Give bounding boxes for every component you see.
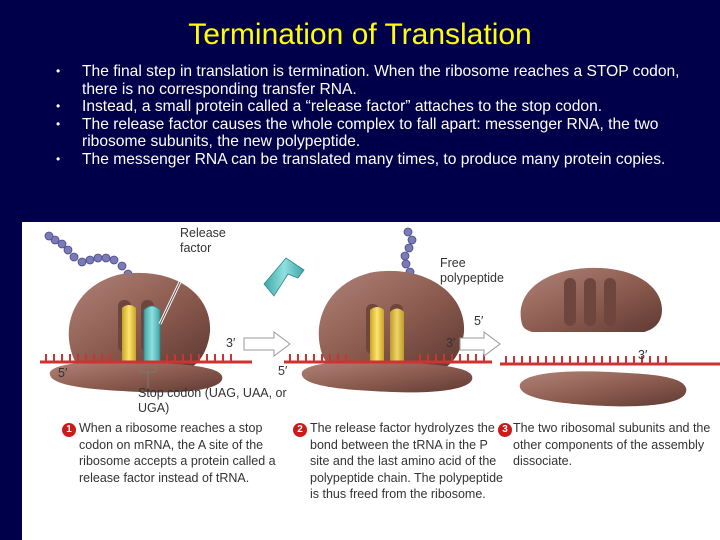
bullet-text: The messenger RNA can be translated many… — [82, 150, 666, 168]
bullet-text: Instead, a small protein called a “relea… — [82, 98, 603, 115]
label-three-prime: 3′ — [638, 348, 648, 362]
label-release-factor: Release factor — [180, 226, 240, 256]
step-marker-3: 3 — [498, 423, 512, 437]
bullet-item: • The messenger RNA can be translated man… — [52, 151, 692, 169]
large-ribosomal-subunit — [68, 272, 211, 367]
bullet-item: • The final step in translation is termin… — [52, 63, 692, 98]
arrow-icon — [243, 331, 291, 357]
step1-caption: When a ribosome reaches a stop codon on … — [79, 421, 276, 485]
mrna-strand — [500, 356, 720, 366]
bullet-list: • The final step in translation is termin… — [52, 63, 692, 168]
small-ribosomal-subunit — [519, 371, 687, 407]
label-three-prime: 3′ — [446, 336, 456, 350]
release-factor — [143, 305, 161, 363]
bullet-icon: • — [56, 151, 61, 166]
mrna-strand — [284, 354, 492, 364]
step-marker-2: 2 — [293, 423, 307, 437]
label-five-prime: 5′ — [474, 314, 484, 328]
arrow-icon — [459, 331, 501, 357]
label-free-polypeptide: Free polypeptide — [440, 256, 504, 285]
step2-complex — [263, 227, 492, 393]
released-release-factor — [263, 257, 305, 297]
small-ribosomal-subunit — [301, 361, 473, 393]
bullet-text: The release factor causes the whole comp… — [82, 115, 659, 151]
label-text: Release factor — [180, 226, 226, 255]
bullet-item: • Instead, a small protein called a “rele… — [52, 98, 692, 116]
p-site-trna — [370, 307, 384, 362]
step3-caption: The two ribosomal subunits and the other… — [513, 421, 711, 468]
release-factor — [390, 308, 404, 362]
label-five-prime: 5′ — [58, 366, 68, 380]
bullet-item: • The release factor causes the whole com… — [52, 116, 692, 151]
bullet-text: The final step in translation is termina… — [82, 63, 680, 98]
bullet-icon: • — [56, 99, 61, 113]
stop-codon-bracket — [139, 366, 157, 388]
bullet-icon: • — [56, 64, 61, 78]
label-stop-codon: Stop codon (UAG, UAA, or UGA) — [138, 386, 287, 415]
step-marker-1: 1 — [62, 423, 76, 437]
step1-complex — [40, 231, 252, 393]
termination-diagram: Release factor Free polypeptide 5′ 3′ 5′… — [22, 222, 720, 540]
slide-title: Termination of Translation — [188, 18, 532, 51]
bullet-icon: • — [56, 116, 61, 131]
step2-caption: The release factor hydrolyzes the bond b… — [310, 421, 503, 501]
label-five-prime: 5′ — [278, 364, 288, 378]
p-site-trna — [122, 305, 136, 362]
label-three-prime: 3′ — [226, 336, 236, 350]
mrna-strand — [40, 354, 252, 364]
diagram-graphics — [40, 227, 720, 407]
small-ribosomal-subunit — [49, 361, 223, 393]
step3-dissociated — [500, 267, 720, 407]
